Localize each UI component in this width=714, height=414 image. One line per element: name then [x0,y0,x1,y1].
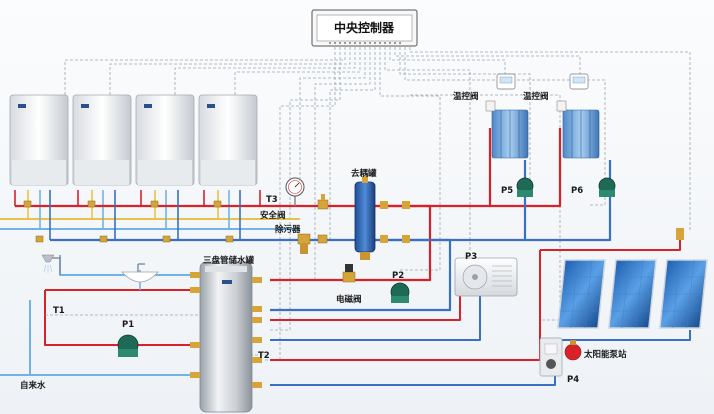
sink [121,263,159,283]
pump-p2 [390,282,410,303]
radiator-2 [556,100,600,159]
boiler-valves [23,200,234,243]
label-t2: T2 [258,351,270,361]
pump-p5 [516,177,534,197]
pump-p1 [117,334,139,357]
solenoid-valve [342,264,356,283]
storage-tank [190,261,262,413]
label-tank: 三盘管储水罐 [203,255,255,266]
hydraulic-separator [354,176,410,260]
solar-air-vent [676,228,684,240]
thermostat-2 [569,73,589,90]
boiler-4 [198,94,258,186]
label-p1: P1 [122,320,134,330]
pressure-gauge [285,177,305,206]
label-thermostat-valve-1: 温控阀 [453,91,479,102]
boiler-3 [135,94,195,186]
label-strainer: 除污器 [275,224,301,235]
label-p5: P5 [501,186,513,196]
pump-p6 [598,177,616,197]
thermostat-1 [496,73,516,90]
solar-panel-1 [557,259,606,329]
solar-pump-station [539,337,582,377]
shower [41,254,61,275]
boiler-1 [9,94,69,186]
label-tap-water: 自来水 [20,380,46,391]
label-safety-valve: 安全阀 [260,210,286,221]
label-thermostat-valve-2: 温控阀 [523,91,549,102]
radiator-1 [485,100,529,159]
safety-valve [317,194,329,210]
boiler-2 [72,94,132,186]
solar-panel-2 [608,259,657,329]
label-t1: T1 [53,306,65,316]
dirt-separator [297,233,328,254]
central-controller: 中央控制器 [311,9,418,47]
label-t3: T3 [266,195,278,205]
label-separator: 去耦罐 [351,168,377,179]
label-p4: P4 [567,375,579,385]
heat-pump-p3 [454,257,518,297]
label-solar-station: 太阳能泵站 [583,349,627,360]
label-solenoid: 电磁阀 [336,294,362,305]
controller-label: 中央控制器 [334,20,395,35]
label-p6: P6 [571,186,583,196]
solar-panel-3 [659,259,708,329]
label-p3: P3 [465,252,477,262]
label-p2: P2 [392,271,404,281]
